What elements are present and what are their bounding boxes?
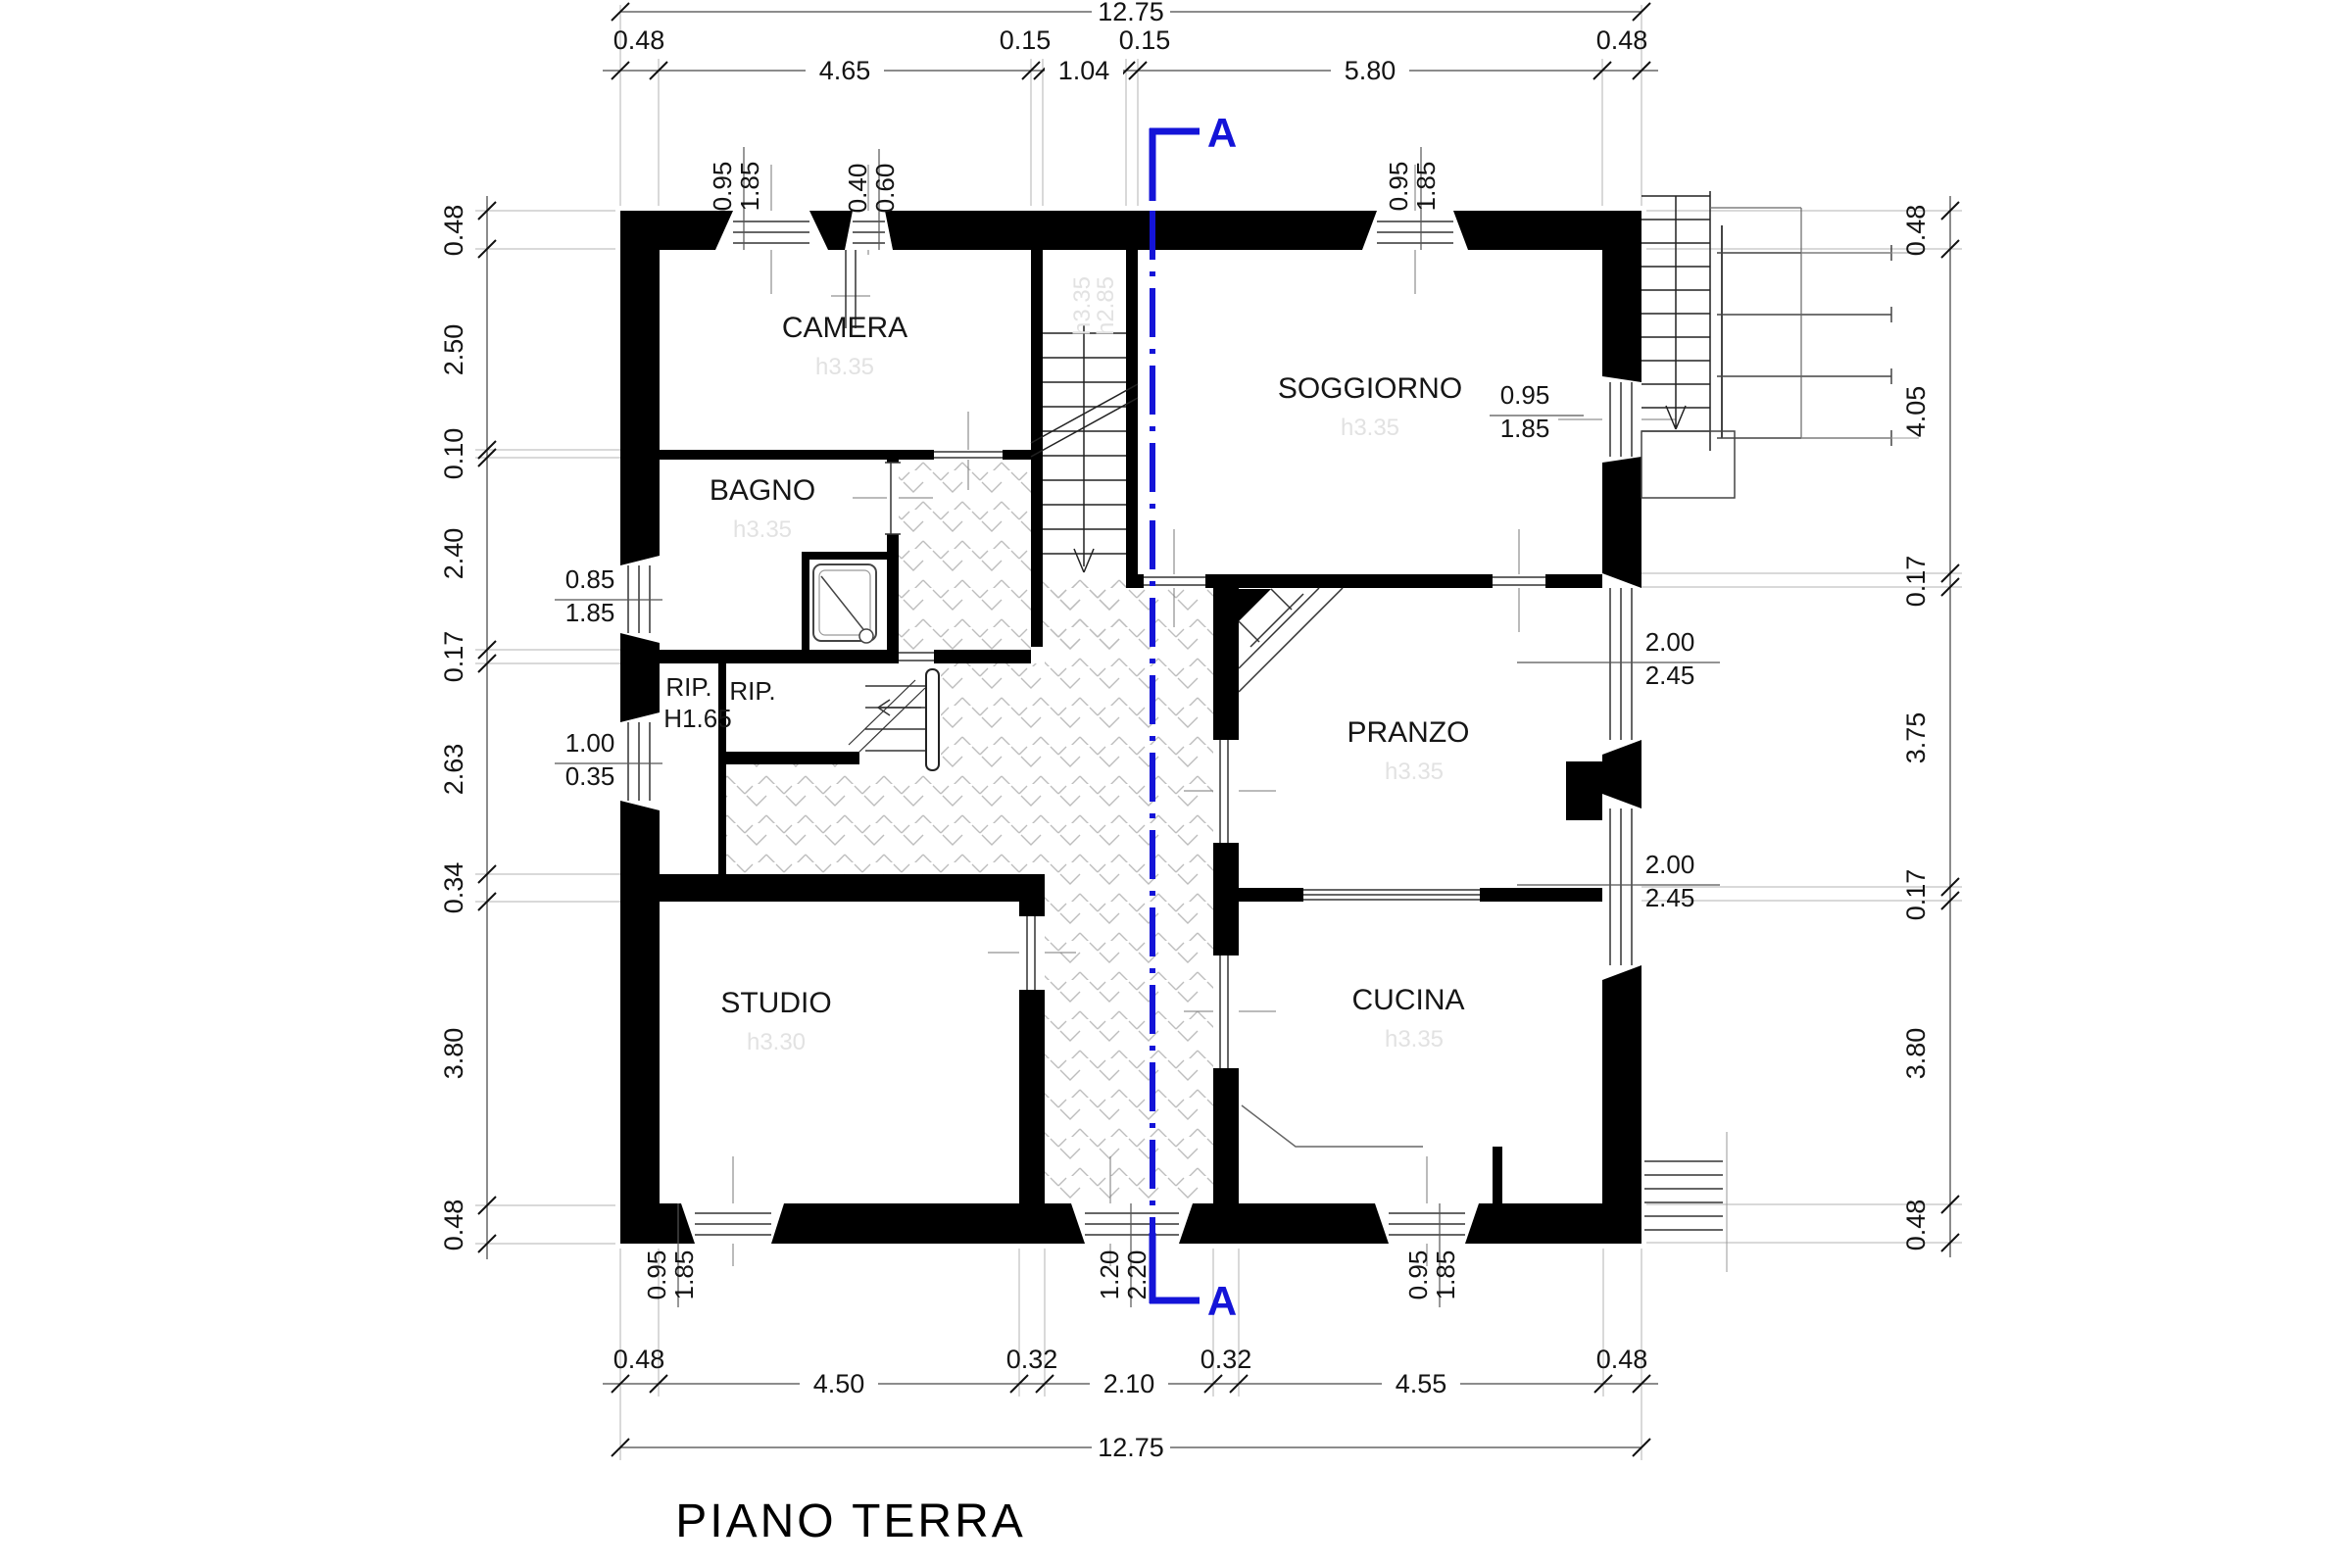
dimension-ticks bbox=[477, 2, 1960, 1457]
opening-size-label: 1.00 bbox=[565, 728, 615, 758]
room-height-camera: h3.35 bbox=[815, 354, 874, 380]
dimension-label: 0.34 bbox=[439, 862, 468, 914]
section-letters: A A bbox=[1207, 110, 1237, 1324]
section-letter-bottom: A bbox=[1207, 1278, 1237, 1324]
dimension-label: 0.48 bbox=[613, 25, 665, 55]
shaft-height-label-1: h3.35 bbox=[1069, 276, 1096, 335]
dimension-label: 0.15 bbox=[1000, 25, 1052, 55]
room-labels: CAMERA h3.35 SOGGIORNO h3.35 BAGNO h3.35… bbox=[663, 276, 1469, 1055]
dimension-label: 0.17 bbox=[1901, 556, 1931, 608]
room-label-soggiorno: SOGGIORNO bbox=[1278, 372, 1462, 405]
opening-size-label: 2.45 bbox=[1645, 883, 1695, 912]
room-height-cucina: h3.35 bbox=[1385, 1026, 1444, 1053]
opening-size-label: 0.95 bbox=[708, 162, 737, 212]
corner-fireplace bbox=[1238, 587, 1344, 693]
dimension-label: 3.75 bbox=[1901, 712, 1931, 764]
opening-size-label: 1.85 bbox=[735, 162, 764, 212]
dimension-label: 0.17 bbox=[439, 631, 468, 683]
opening-size-label: 0.95 bbox=[642, 1250, 671, 1300]
room-label-camera: CAMERA bbox=[782, 312, 907, 344]
opening-size-label: 2.45 bbox=[1645, 661, 1695, 690]
opening-size-label: 1.85 bbox=[1411, 162, 1441, 212]
room-label-cucina: CUCINA bbox=[1351, 984, 1464, 1016]
kitchen-counter bbox=[1241, 1104, 1423, 1148]
opening-size-label: 1.85 bbox=[1500, 414, 1550, 443]
dimension-label: 2.50 bbox=[439, 324, 468, 376]
external-steps-bottom-right bbox=[1644, 1132, 1728, 1272]
dimension-label: 2.10 bbox=[1103, 1369, 1155, 1398]
dimension-label-backgrounds bbox=[800, 6, 1460, 1464]
flue-duct bbox=[845, 250, 857, 328]
dimension-label: 5.80 bbox=[1345, 56, 1396, 85]
dimension-label: 0.10 bbox=[439, 428, 468, 480]
dimension-label: 0.48 bbox=[1596, 1345, 1648, 1374]
room-label-rip1: RIP. bbox=[665, 672, 711, 702]
opening-size-label: 1.20 bbox=[1095, 1250, 1124, 1300]
dimension-label: 0.48 bbox=[1901, 205, 1931, 257]
dimension-label: 2.63 bbox=[439, 744, 468, 796]
room-label-studio: STUDIO bbox=[720, 987, 831, 1019]
dimension-label: 0.48 bbox=[613, 1345, 665, 1374]
opening-size-label: 0.85 bbox=[565, 564, 615, 594]
opening-label-lines bbox=[555, 147, 1720, 1307]
opening-size-label: 2.00 bbox=[1645, 850, 1695, 879]
window-frame-lines bbox=[627, 220, 1633, 1236]
dimension-label: 3.80 bbox=[1901, 1028, 1931, 1080]
dimension-label: 0.48 bbox=[439, 205, 468, 257]
sheet-title: PIANO TERRA bbox=[675, 1495, 1026, 1547]
opening-size-label: 0.40 bbox=[843, 164, 872, 214]
room-height-soggiorno: h3.35 bbox=[1341, 415, 1399, 441]
room-label-bagno: BAGNO bbox=[710, 474, 815, 507]
dimension-labels: 12.750.484.650.151.040.155.800.480.484.5… bbox=[439, 0, 1931, 1462]
dimension-label: 0.48 bbox=[1901, 1200, 1931, 1251]
dimension-label: 0.48 bbox=[439, 1200, 468, 1251]
opening-size-label: 0.60 bbox=[870, 164, 900, 214]
extension-lines bbox=[475, 5, 1962, 1460]
opening-size-label: 1.85 bbox=[565, 598, 615, 627]
dimension-label: 12.75 bbox=[1098, 0, 1164, 26]
opening-size-label: 1.85 bbox=[1431, 1250, 1460, 1300]
opening-size-label: 0.35 bbox=[565, 761, 615, 791]
shaft-height-label-2: h2.85 bbox=[1093, 276, 1119, 335]
dimension-label: 4.05 bbox=[1901, 386, 1931, 438]
dimension-label: 0.32 bbox=[1006, 1345, 1058, 1374]
room-height-pranzo: h3.35 bbox=[1385, 759, 1444, 785]
opening-size-label: 1.85 bbox=[669, 1250, 699, 1300]
section-line bbox=[1149, 127, 1200, 1304]
dimension-label: 0.32 bbox=[1200, 1345, 1252, 1374]
room-label-rip1-sub: H1.65 bbox=[663, 704, 731, 733]
opening-size-label: 0.95 bbox=[1403, 1250, 1433, 1300]
dimension-label: 0.48 bbox=[1596, 25, 1648, 55]
hatched-hall-floor bbox=[726, 460, 1213, 1203]
room-height-studio: h3.30 bbox=[747, 1029, 806, 1055]
opening-size-label: 0.95 bbox=[1384, 162, 1413, 212]
section-letter-top: A bbox=[1207, 110, 1237, 156]
dimension-label: 0.17 bbox=[1901, 869, 1931, 921]
dimension-label: 4.55 bbox=[1396, 1369, 1447, 1398]
cellar-staircase bbox=[848, 663, 941, 774]
room-height-bagno: h3.35 bbox=[733, 516, 792, 543]
dimension-label: 2.40 bbox=[439, 528, 468, 580]
shower-tray bbox=[812, 564, 877, 644]
dimension-label: 4.50 bbox=[813, 1369, 865, 1398]
opening-size-label: 0.95 bbox=[1500, 380, 1550, 410]
room-label-pranzo: PRANZO bbox=[1347, 716, 1469, 749]
opening-size-label: 2.00 bbox=[1645, 627, 1695, 657]
room-label-rip2: RIP. bbox=[729, 676, 775, 706]
dimension-label: 4.65 bbox=[819, 56, 871, 85]
dimension-label: 3.80 bbox=[439, 1028, 468, 1080]
opening-size-label: 2.20 bbox=[1122, 1250, 1152, 1300]
main-staircase bbox=[1030, 325, 1139, 573]
dimension-label: 1.04 bbox=[1058, 56, 1110, 85]
dimension-label: 0.15 bbox=[1119, 25, 1171, 55]
external-staircase bbox=[1641, 191, 1919, 499]
dimension-label: 12.75 bbox=[1098, 1433, 1164, 1462]
